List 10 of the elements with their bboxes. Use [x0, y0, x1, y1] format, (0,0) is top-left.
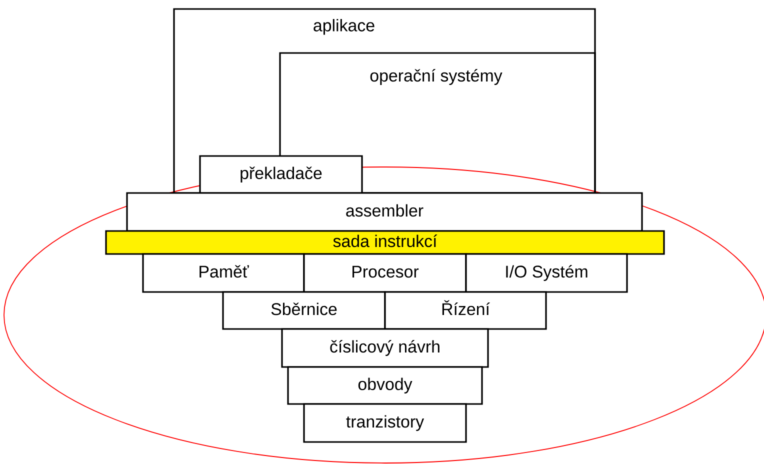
layer-box: obvody	[287, 366, 483, 405]
highlighted-layer-box: sada instrukcí	[105, 230, 665, 255]
layer-box: číslicový návrh	[281, 328, 489, 368]
layer-box: Řízení	[384, 291, 547, 330]
layer-box: Sběrnice	[222, 291, 386, 330]
layer-box: I/O Systém	[465, 253, 628, 293]
layer-box: překladače	[199, 155, 363, 194]
layer-box: Procesor	[303, 253, 467, 293]
layer-box: tranzistory	[303, 403, 467, 443]
layer-box: Paměť	[142, 253, 305, 293]
